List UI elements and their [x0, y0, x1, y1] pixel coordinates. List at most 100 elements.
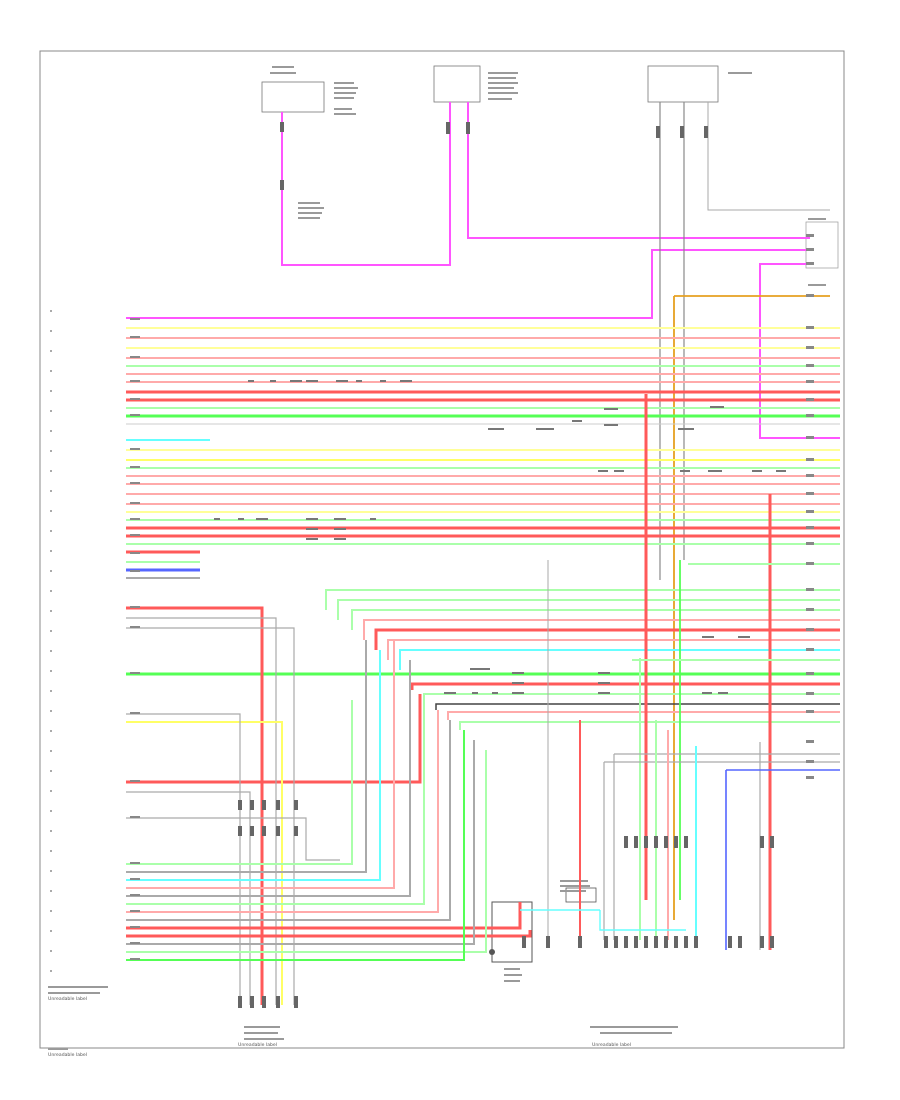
- wire-pink-main: [126, 249, 810, 319]
- wire-marker: [644, 936, 648, 948]
- wire-marker: [806, 294, 814, 297]
- wire-marker: [738, 636, 750, 638]
- wire-marker: [298, 202, 320, 204]
- wire-marker: [492, 692, 498, 694]
- wire-marker: [604, 936, 608, 948]
- wire-marker: [244, 1032, 278, 1034]
- wire-marker: [250, 826, 254, 836]
- wire-79: [126, 640, 395, 889]
- wire-marker: [130, 816, 140, 818]
- wire-marker: [598, 692, 610, 694]
- wire-marker: [298, 207, 324, 209]
- wire-marker: [50, 650, 52, 652]
- wire-marker: [270, 380, 276, 382]
- wire-marker: [50, 630, 52, 632]
- wire-marker: [238, 518, 244, 520]
- wire-marker: [334, 87, 358, 89]
- wire-marker: [50, 870, 52, 872]
- wire-marker: [256, 518, 268, 520]
- wire-76: [126, 700, 353, 865]
- wire-marker: [600, 1032, 672, 1034]
- wire-marker: [250, 996, 254, 1008]
- wire-marker: [560, 880, 588, 882]
- wire-marker: [708, 470, 722, 472]
- wire-marker: [130, 894, 140, 896]
- wire-marker: [130, 942, 140, 944]
- wire-marker: [130, 958, 140, 960]
- wire-marker: [806, 492, 814, 495]
- wire-marker: [590, 1026, 678, 1028]
- wire-marker: [684, 836, 688, 848]
- wire-marker: [710, 406, 724, 408]
- wire-49: [447, 711, 840, 720]
- wire-marker: [50, 690, 52, 692]
- wire-marker: [276, 826, 280, 836]
- wire-marker: [488, 82, 518, 84]
- wire-marker: [50, 850, 52, 852]
- wire-77: [126, 640, 367, 873]
- wire-marker: [50, 370, 52, 372]
- wire-marker: [488, 98, 512, 100]
- label-lines: [48, 66, 826, 1050]
- wire-marker: [512, 672, 524, 674]
- wire-marker: [560, 890, 586, 892]
- wire-marker: [400, 380, 412, 382]
- left-edge-ticks: [50, 310, 52, 972]
- ground-symbol: [489, 949, 495, 955]
- wire-marker: [560, 885, 590, 887]
- wire-marker: [290, 380, 302, 382]
- wire-marker: [656, 126, 660, 138]
- wire-marker: [806, 760, 814, 763]
- wire-marker: [50, 570, 52, 572]
- wire-marker: [702, 636, 714, 638]
- wire-44: [399, 649, 840, 670]
- wire-marker: [244, 1038, 284, 1040]
- wire-73: [126, 713, 241, 1005]
- wire-gray-top-3: [707, 102, 830, 211]
- wire-marker: [806, 398, 814, 401]
- wire-marker: [598, 682, 610, 684]
- diagram-frame: [39, 50, 845, 1049]
- wire-marker: [446, 122, 450, 134]
- wire-81: [126, 700, 425, 905]
- wire-marker: [50, 910, 52, 912]
- wire-47: [423, 693, 840, 700]
- wire-72: [126, 721, 283, 1005]
- wire-marker: [664, 836, 668, 848]
- wire-marker: [488, 77, 516, 79]
- wire-marker: [130, 482, 140, 484]
- wire-marker: [654, 836, 658, 848]
- wire-marker: [806, 364, 814, 367]
- wire-marker: [598, 470, 608, 472]
- wire-marker: [130, 552, 140, 554]
- wire-marker: [276, 996, 280, 1008]
- wire-pink-left: [281, 102, 451, 266]
- wire-marker: [262, 826, 266, 836]
- wire-marker: [680, 126, 684, 138]
- wire-marker: [488, 87, 514, 89]
- wire-marker: [48, 1048, 68, 1050]
- wire-marker: [776, 470, 786, 472]
- wire-48: [435, 703, 840, 710]
- wire-marker: [294, 800, 298, 810]
- wire-marker: [130, 380, 140, 382]
- wire-78: [126, 650, 381, 881]
- wire-marker: [130, 518, 140, 520]
- wire-70: [126, 617, 277, 1005]
- wire-marker: [472, 692, 478, 694]
- wire-marker: [280, 122, 284, 132]
- wire-marker: [806, 474, 814, 477]
- wire-marker: [512, 692, 524, 694]
- wire-marker: [806, 234, 814, 237]
- component-box-right: [647, 65, 719, 103]
- wire-marker: [806, 542, 814, 545]
- footer-label-right: Unreadable label: [592, 1042, 631, 1048]
- wire-marker: [334, 113, 356, 115]
- wire-marker: [250, 800, 254, 810]
- wire-marker: [130, 926, 140, 928]
- wire-marker: [760, 936, 764, 948]
- wire-marker: [760, 836, 764, 848]
- wire-marker: [294, 826, 298, 836]
- wire-marker: [130, 502, 140, 504]
- wire-marker: [808, 218, 826, 220]
